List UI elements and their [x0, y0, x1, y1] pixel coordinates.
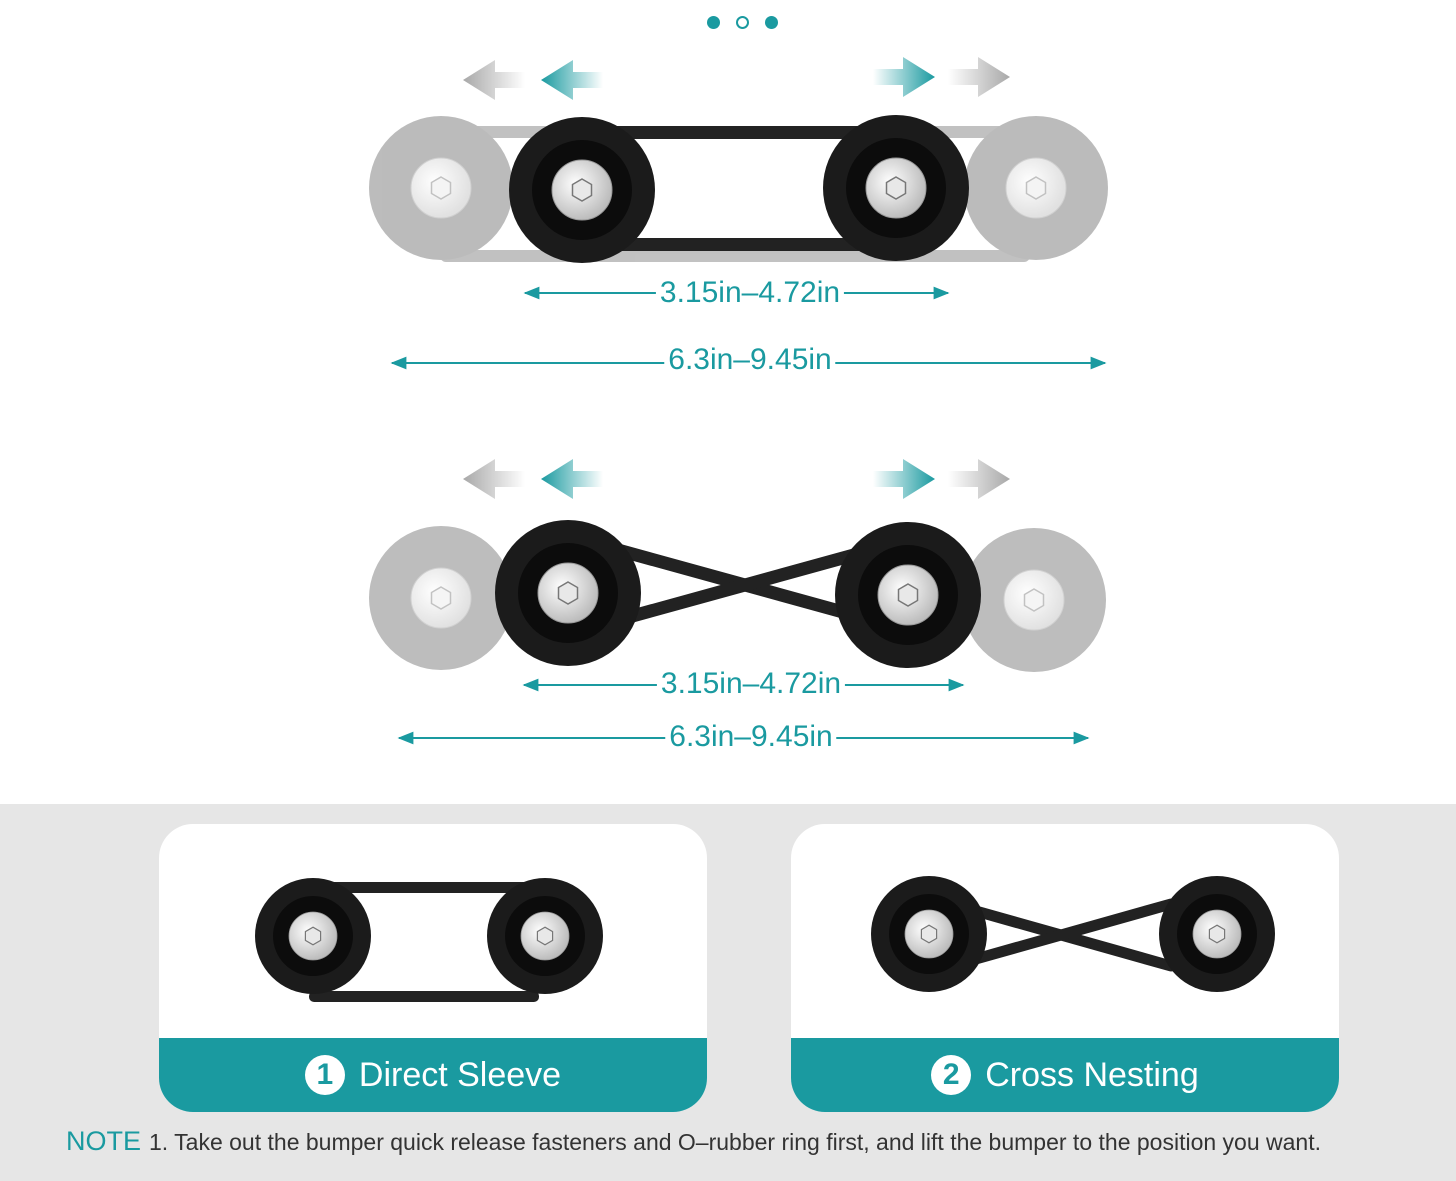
note-key: NOTE — [66, 1126, 142, 1156]
left-arrows-icon — [463, 459, 603, 499]
ghost-bumpers — [369, 526, 1106, 672]
options-panel: 1 Direct Sleeve 2 Cross Nesting — [0, 804, 1456, 1181]
option-card-cross-nesting[interactable]: 2 Cross Nesting — [791, 824, 1339, 1112]
cross-nesting-diagram: 3.15in–4.72in 6.3in–9.45in — [0, 450, 1456, 760]
option-label: Cross Nesting — [985, 1055, 1199, 1094]
left-arrows-icon — [463, 60, 603, 100]
direct-sleeve-thumbnail — [255, 878, 603, 1002]
option-banner: 1 Direct Sleeve — [159, 1038, 707, 1112]
pager-dot-2[interactable] — [736, 16, 749, 29]
option-label: Direct Sleeve — [358, 1055, 562, 1094]
inner-dimension-label: 3.15in–4.72in — [656, 667, 846, 701]
bumper-left — [509, 117, 655, 263]
installation-note: NOTE 1. Take out the bumper quick release… — [66, 1126, 1321, 1157]
pager-dot-3[interactable] — [765, 16, 778, 29]
outer-dimension-label: 6.3in–9.45in — [665, 720, 837, 754]
bumper-right — [823, 115, 969, 261]
pager-dot-1[interactable] — [707, 16, 720, 29]
outer-dimension-label: 6.3in–9.45in — [664, 343, 836, 377]
direct-sleeve-diagram: 3.15in–4.72in 6.3in–9.45in — [0, 50, 1456, 400]
bumper-left — [495, 520, 641, 666]
option-banner: 2 Cross Nesting — [791, 1038, 1339, 1112]
right-arrows-icon — [873, 57, 1010, 97]
option-number-badge: 1 — [304, 1055, 345, 1095]
right-arrows-icon — [873, 459, 1010, 499]
inner-dimension-label: 3.15in–4.72in — [655, 276, 845, 310]
carousel-pager — [707, 16, 778, 29]
option-number-badge: 2 — [931, 1055, 972, 1095]
cross-nesting-thumbnail — [871, 876, 1275, 992]
note-text: 1. Take out the bumper quick release fas… — [149, 1129, 1321, 1155]
option-card-direct-sleeve[interactable]: 1 Direct Sleeve — [159, 824, 707, 1112]
bumper-right — [835, 522, 981, 668]
